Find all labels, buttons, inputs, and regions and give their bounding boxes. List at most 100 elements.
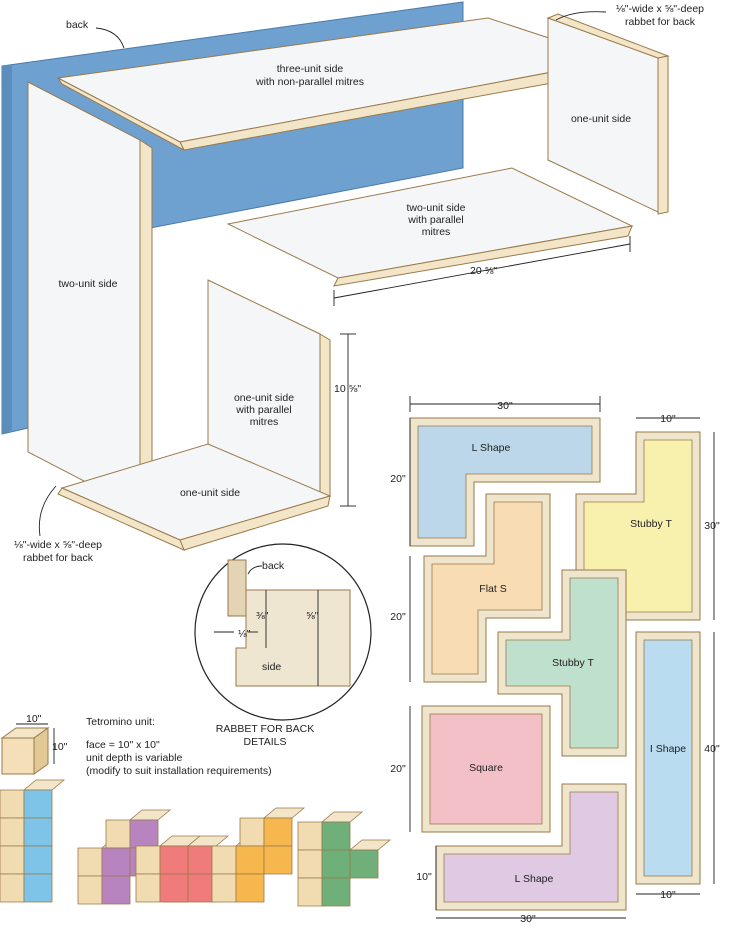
l-shape-bottom-fill <box>443 791 619 903</box>
dim-20-58-label: 20 ⅝" <box>470 265 497 277</box>
stubby-t-piece-face <box>321 821 351 851</box>
three-unit-label-2: with non-parallel mitres <box>255 76 364 88</box>
one-unit-side-right-label: one-unit side <box>571 113 631 125</box>
two-unit-parallel-edge <box>333 225 633 287</box>
i-piece-side <box>0 873 25 903</box>
l-shape-top-label: L Shape <box>472 442 511 454</box>
two-unit-side-label: two-unit side <box>59 278 118 290</box>
stubby-t-piece-face <box>321 849 351 879</box>
back-leader <box>95 27 125 49</box>
rabbet-top-label-1: ⅛"-wide x ⅝"-deep <box>616 3 704 15</box>
l-shape-bottom-label: L Shape <box>515 873 554 885</box>
stubby-t-piece-side <box>297 877 323 907</box>
stubby-t-piece-side <box>297 849 323 879</box>
detail-back-leader <box>247 565 263 575</box>
tetromino-3d-pieces <box>0 779 392 907</box>
stubby-t-piece-top <box>320 811 364 823</box>
stubby-piece-side <box>239 817 265 847</box>
detail-side-piece <box>235 589 351 687</box>
stubby-piece-face <box>263 845 293 875</box>
flat-s-label: Flat S <box>479 583 506 595</box>
tetromino-unit-cube: 10" 10" <box>0 713 68 775</box>
flat-s-piece-top <box>128 809 172 821</box>
flat-s-piece-side <box>77 847 103 877</box>
flat-s-piece-side <box>77 875 103 905</box>
i-shape-fill <box>643 639 693 877</box>
square-label: Square <box>469 762 503 774</box>
one-unit-parallel-thick <box>319 333 331 499</box>
stubby-t-piece-face <box>321 877 351 907</box>
i-shape-label: I Shape <box>650 743 686 755</box>
flat-s-piece-side <box>105 819 131 849</box>
detail-caption-1: RABBET FOR BACK <box>216 723 314 735</box>
two-unit-parallel-label-3: mitres <box>422 226 451 238</box>
stubby-t-yellow-label: Stubby T <box>630 518 672 530</box>
detail-58-label: ⅝" <box>306 610 319 622</box>
stubby-piece-face <box>263 817 293 847</box>
dim-line-20-58 <box>333 243 631 299</box>
stubby-t-piece-face <box>349 849 379 879</box>
detail-caption-2: DETAILS <box>244 736 287 748</box>
rabbet-top-leader <box>555 11 607 21</box>
rabbet-detail: back ⅜" ⅝" ⅛" side <box>194 543 372 721</box>
i-piece-face <box>23 845 53 875</box>
i-piece-top <box>22 779 66 791</box>
square-piece-side <box>135 873 161 903</box>
dim-30-top-label: 30" <box>497 400 513 412</box>
flat-s-piece-face <box>101 847 131 877</box>
detail-side-label: side <box>262 661 281 673</box>
rabbet-bottom-label-1: ⅛"-wide x ⅝"-deep <box>14 539 102 551</box>
stubby-t-piece-top <box>348 839 392 851</box>
dim-40-right-label: 40" <box>704 743 720 755</box>
flat-s-piece-face <box>129 819 159 849</box>
two-unit-parallel-label-2: with parallel <box>407 214 463 226</box>
two-unit-side-thick <box>139 139 153 511</box>
stubby-t-green-label: Stubby T <box>552 657 594 669</box>
one-unit-parallel-label-3: mitres <box>250 416 279 428</box>
one-unit-bottom-label: one-unit side <box>180 487 240 499</box>
rabbet-bottom-leader <box>38 485 57 537</box>
i-piece-face <box>23 873 53 903</box>
flat-s-fill <box>431 501 543 675</box>
unit-title: Tetromino unit: <box>86 716 155 728</box>
dim-10-bottom-label: 10" <box>660 889 676 901</box>
square-piece-face <box>159 845 189 875</box>
i-piece-face <box>23 789 53 819</box>
stubby-piece-face <box>235 873 265 903</box>
unit-depth: unit depth is variable <box>86 752 182 764</box>
one-unit-parallel-label-1: one-unit side <box>234 392 294 404</box>
three-unit-side-mitre <box>57 77 186 152</box>
dim-20c-label: 20" <box>390 763 406 775</box>
stubby-t-green-fill <box>505 577 619 749</box>
dim-30-right-label: 30" <box>704 520 720 532</box>
one-unit-side-right-thick <box>657 55 669 215</box>
one-unit-parallel-label-2: with parallel <box>235 404 291 416</box>
dim-30-bottom-label: 30" <box>520 913 536 925</box>
unit-modify: (modify to suit installation requirement… <box>86 765 272 777</box>
unit-height-label: 10" <box>52 741 68 753</box>
detail-back-piece <box>227 559 247 617</box>
i-piece-side <box>0 845 25 875</box>
dim-10-58-label: 10 ⅝" <box>334 383 361 395</box>
two-unit-side-panel <box>27 81 141 511</box>
two-unit-parallel-label-1: two-unit side <box>407 202 466 214</box>
stubby-piece-side <box>211 845 237 875</box>
dim-10-top-label: 10" <box>660 413 676 425</box>
square-fill <box>429 713 543 825</box>
i-piece-face <box>23 817 53 847</box>
one-unit-bottom-mitre <box>57 487 185 551</box>
square-piece-face <box>159 873 189 903</box>
dim-20b-label: 20" <box>390 611 406 623</box>
detail-18-label: ⅛" <box>238 628 251 640</box>
stubby-piece-top <box>262 807 306 819</box>
detail-38-label: ⅜" <box>256 610 269 622</box>
dim-10-left-label: 10" <box>416 871 432 883</box>
i-piece-side <box>0 789 25 819</box>
dim-20a-label: 20" <box>390 473 406 485</box>
back-label: back <box>66 19 89 31</box>
detail-back-label: back <box>262 560 285 572</box>
unit-face: face = 10" x 10" <box>86 739 160 751</box>
three-unit-label-1: three-unit side <box>277 63 344 75</box>
stubby-piece-side <box>211 873 237 903</box>
